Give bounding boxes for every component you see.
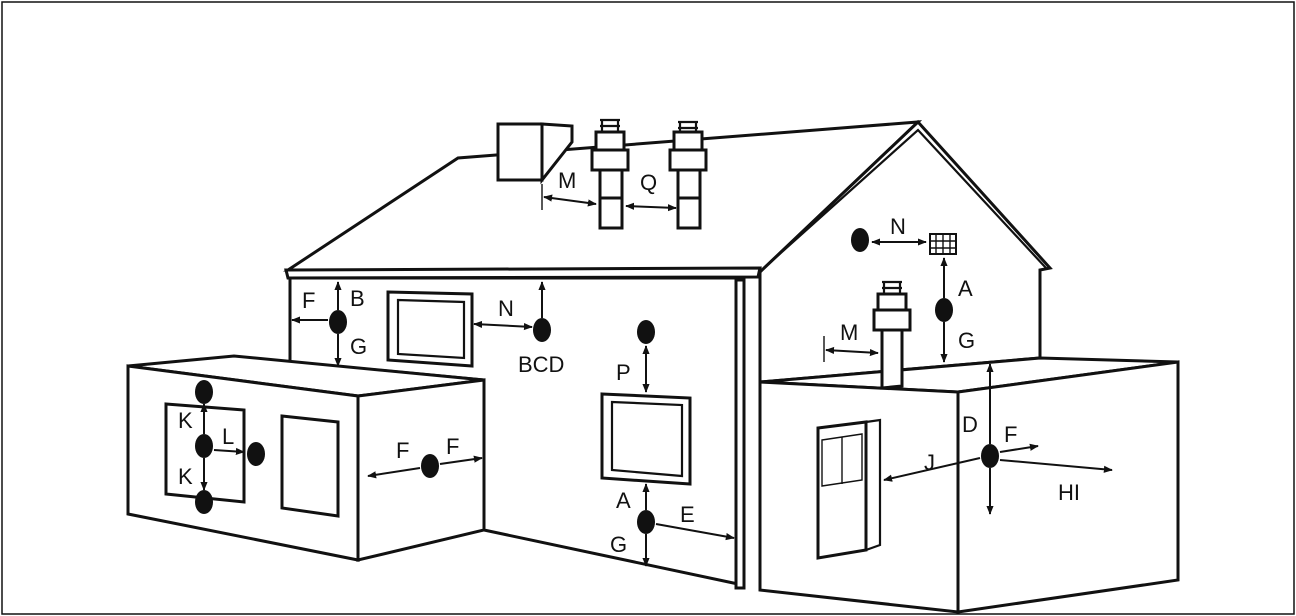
label-g-gable: G xyxy=(958,328,975,353)
terminal-dot xyxy=(533,318,551,342)
terminal-dot xyxy=(247,442,265,466)
label-j-side: J xyxy=(924,450,935,475)
roof-flue-right xyxy=(668,120,708,230)
terminal-dot xyxy=(637,510,655,534)
label-k-bottom: K xyxy=(178,464,193,489)
terminal-dot xyxy=(637,320,655,344)
terminal-dot xyxy=(421,454,439,478)
left-extension xyxy=(126,354,486,562)
side-building xyxy=(758,356,1180,614)
label-m-flat: M xyxy=(840,320,858,345)
flat-roof-flue xyxy=(872,280,912,390)
label-a-gable: A xyxy=(958,276,973,301)
terminal-dot xyxy=(329,310,347,334)
clearance-arrows xyxy=(200,184,1113,567)
terminal-dot xyxy=(935,298,953,322)
clearance-labels: M Q N A G M F B G N BCD P A G E K L K F … xyxy=(178,168,1080,557)
label-f-ext-right: F xyxy=(446,434,459,459)
roof-flue-left xyxy=(590,118,630,230)
label-k-top: K xyxy=(178,408,193,433)
label-bcd: BCD xyxy=(518,352,564,377)
label-p-front: P xyxy=(616,360,631,385)
air-vent-grille xyxy=(929,233,957,255)
lower-window xyxy=(600,392,692,486)
terminal-dot xyxy=(195,380,213,404)
label-g-front: G xyxy=(610,532,627,557)
label-g-left: G xyxy=(350,334,367,359)
label-f-ext-left: F xyxy=(396,438,409,463)
chimney-stack xyxy=(496,122,574,185)
flue-terminals xyxy=(195,228,999,534)
label-e-front: E xyxy=(680,502,695,527)
label-f-side: F xyxy=(1004,422,1017,447)
label-b-left: B xyxy=(350,286,365,311)
label-d-side: D xyxy=(962,412,978,437)
terminal-dot xyxy=(851,228,869,252)
label-f-left: F xyxy=(302,288,315,313)
label-m-roof: M xyxy=(558,168,576,193)
label-n-gable: N xyxy=(890,214,906,239)
terminal-dot xyxy=(195,490,213,514)
label-hi-side: HI xyxy=(1058,480,1080,505)
terminal-dot xyxy=(981,444,999,468)
label-q-roof: Q xyxy=(640,170,657,195)
terminal-dot xyxy=(195,434,213,458)
label-n-front: N xyxy=(498,296,514,321)
label-a-front: A xyxy=(616,488,631,513)
label-l-ext: L xyxy=(222,424,234,449)
upper-window xyxy=(386,290,474,368)
